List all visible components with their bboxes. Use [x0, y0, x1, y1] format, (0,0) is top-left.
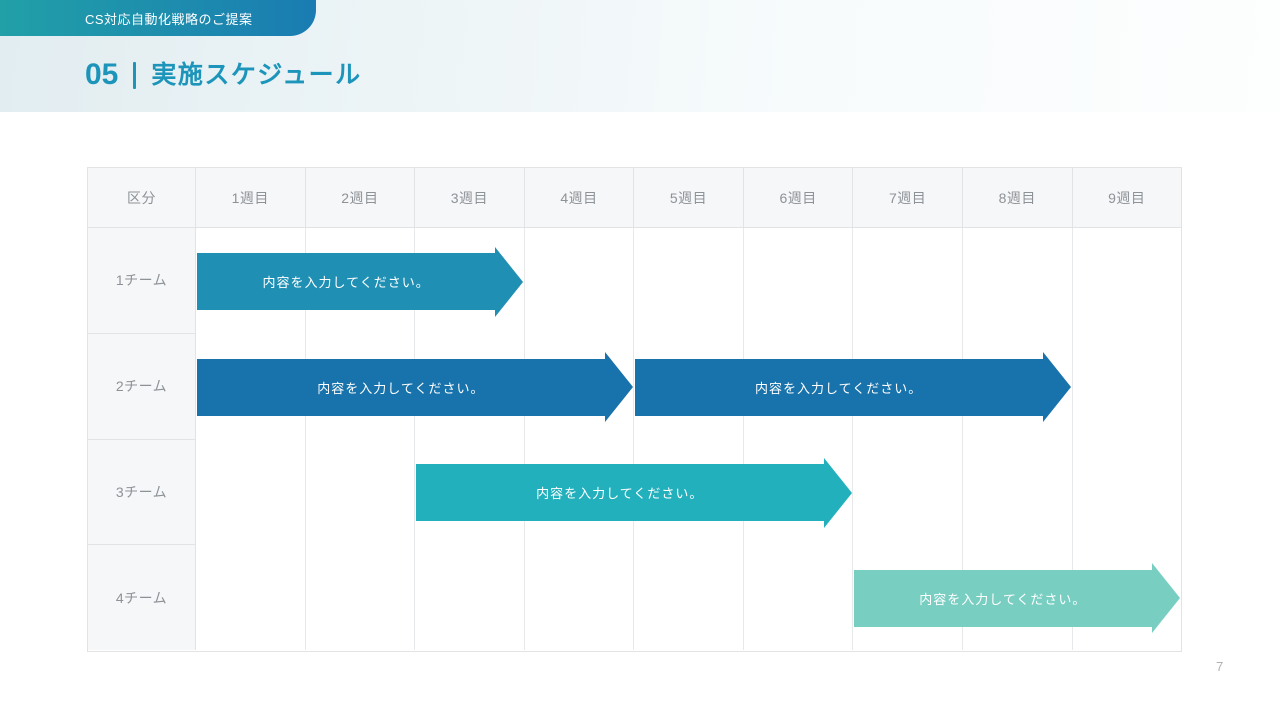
gantt-grid-column: [744, 228, 854, 650]
gantt-bar-arrow-tip: [823, 457, 852, 528]
page-number: 7: [1216, 659, 1224, 674]
gantt-grid-column: [196, 228, 306, 650]
gantt-week-header: 1週目: [196, 168, 306, 227]
gantt-bar-arrow-tip: [604, 352, 633, 423]
gantt-bar-arrow-tip: [495, 246, 524, 317]
gantt-bars-layer: 内容を入力してください。内容を入力してください。内容を入力してください。内容を入…: [88, 168, 1181, 651]
gantt-bar-label: 内容を入力してください。: [197, 253, 496, 311]
gantt-bar-label: 内容を入力してください。: [197, 358, 605, 416]
gantt-week-header: 3週目: [415, 168, 525, 227]
gantt-bar[interactable]: 内容を入力してください。: [634, 352, 1071, 423]
gantt-week-header: 8週目: [963, 168, 1073, 227]
gantt-bar[interactable]: 内容を入力してください。: [197, 246, 524, 317]
gantt-bar[interactable]: 内容を入力してください。: [197, 352, 633, 423]
gantt-week-header: 6週目: [744, 168, 854, 227]
gantt-grid-column: [415, 228, 525, 650]
gantt-bar[interactable]: 内容を入力してください。: [853, 563, 1180, 634]
gantt-bar[interactable]: 内容を入力してください。: [415, 457, 852, 528]
gantt-bar-arrow-tip: [1151, 563, 1180, 634]
gantt-week-header: 9週目: [1108, 189, 1146, 206]
gantt-week-header: 2週目: [306, 168, 416, 227]
title-text: 実施スケジュール: [151, 60, 362, 89]
gantt-bar-label: 内容を入力してください。: [634, 358, 1043, 416]
section-number: 05: [85, 58, 119, 91]
gantt-row-label: 4チーム: [115, 589, 168, 606]
title-ribbon: CS対応自動化戦略のご提案: [0, 0, 316, 36]
gantt-row-label: 2チーム: [88, 334, 195, 440]
gantt-row-label: 3チーム: [88, 440, 195, 546]
gantt-corner-header: 区分: [88, 168, 196, 227]
gantt-grid-column: [963, 228, 1073, 650]
gantt-grid-column: [525, 228, 635, 650]
gantt-bar-label: 内容を入力してください。: [853, 569, 1152, 627]
page-title: 05 実施スケジュール: [85, 57, 362, 93]
gantt-bar-arrow-tip: [1042, 352, 1071, 423]
gantt-grid-column: [853, 228, 963, 650]
gantt-week-header: 4週目: [525, 168, 635, 227]
gantt-week-header: 5週目: [634, 168, 744, 227]
gantt-week-header: 7週目: [853, 168, 963, 227]
ribbon-label: CS対応自動化戦略のご提案: [85, 11, 253, 27]
gantt-row-label: 1チーム: [88, 228, 195, 334]
title-separator-bar: [133, 61, 137, 89]
gantt-grid-column: [634, 228, 744, 650]
gantt-bar-label: 内容を入力してください。: [415, 464, 824, 522]
gantt-week-grid: [196, 228, 1181, 650]
gantt-grid-column: [306, 228, 416, 650]
